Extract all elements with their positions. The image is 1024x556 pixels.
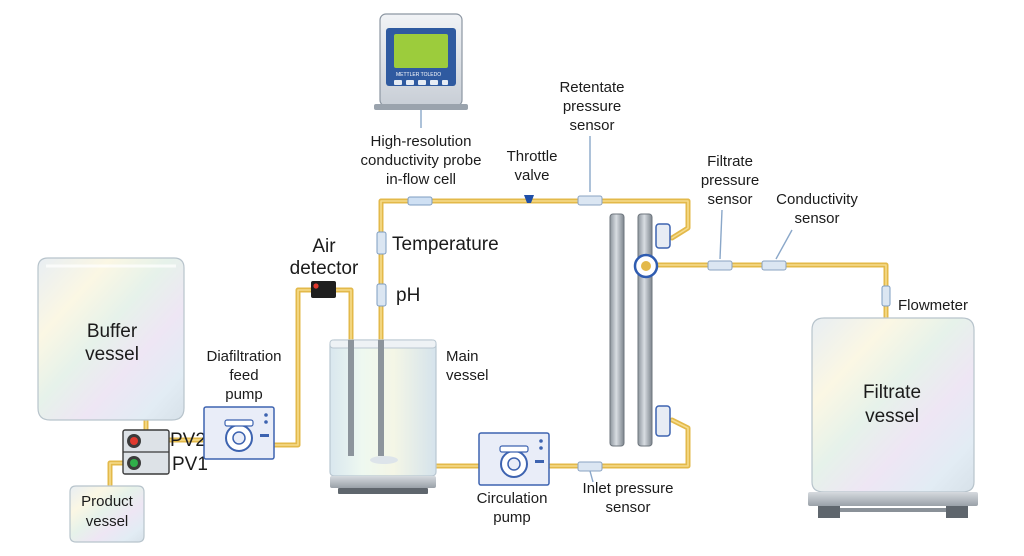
retentate-pressure-sensor (577, 195, 603, 206)
label-buffer-vessel-1: Buffer (87, 321, 138, 342)
filter-module (609, 213, 671, 447)
label-filtrate-pressure-2: pressure (701, 172, 759, 189)
product-vessel (69, 485, 145, 543)
label-flowmeter: Flowmeter (898, 297, 968, 314)
valve-block (122, 429, 170, 475)
meter-buttons (394, 80, 448, 85)
label-diafiltration-1: Diafiltration (206, 348, 281, 365)
label-pv2: PV2 (170, 430, 206, 451)
label-retentate-3: sensor (569, 117, 614, 134)
label-diafiltration-3: pump (225, 386, 263, 403)
label-retentate-1: Retentate (559, 79, 624, 96)
label-conductivity-probe-1: High-resolution (371, 133, 472, 150)
throttle-valve-icon (524, 195, 534, 203)
label-filtrate-vessel-2: vessel (865, 406, 919, 427)
flowmeter (881, 285, 891, 307)
diafiltration-feed-pump (203, 406, 275, 460)
filter-inlet-port (655, 405, 671, 437)
label-conductivity-probe-3: in-flow cell (386, 171, 456, 188)
label-inlet-pressure-2: sensor (605, 499, 650, 516)
label-diafiltration-2: feed (229, 367, 258, 384)
label-inlet-pressure-1: Inlet pressure (583, 480, 674, 497)
label-main-vessel-1: Main (446, 348, 479, 365)
main-vessel (329, 339, 437, 494)
tube-filtrate-line (649, 262, 889, 321)
label-product-vessel-2: vessel (86, 513, 129, 530)
label-conductivity-probe-2: conductivity probe (361, 152, 482, 169)
air-detector (311, 281, 336, 298)
meter-brand-label: METTLER TOLEDO (396, 72, 441, 78)
label-air-detector-1: Air (312, 236, 336, 257)
meter-display (394, 34, 448, 68)
label-temperature: Temperature (392, 234, 499, 255)
label-throttle-1: Throttle (507, 148, 558, 165)
conductivity-flow-cell (407, 196, 433, 206)
label-filtrate-vessel-1: Filtrate (863, 382, 921, 403)
label-ph: pH (396, 285, 420, 306)
tube-air-detector-to-main-vessel (331, 287, 354, 343)
label-pv1: PV1 (172, 454, 208, 475)
conductivity-meter: METTLER TOLEDO (374, 13, 468, 128)
label-throttle-2: valve (514, 167, 549, 184)
ph-sensor (376, 283, 387, 307)
temperature-sensor (376, 231, 387, 255)
filtrate-vessel (808, 317, 978, 518)
label-air-detector-2: detector (290, 258, 359, 279)
label-circulation-pump-1: Circulation (477, 490, 548, 507)
label-buffer-vessel-2: vessel (85, 344, 139, 365)
label-filtrate-pressure-1: Filtrate (707, 153, 753, 170)
circulation-pump (478, 432, 550, 486)
buffer-vessel (37, 257, 185, 421)
label-circulation-pump-2: pump (493, 509, 531, 526)
label-conductivity-sensor-2: sensor (794, 210, 839, 227)
label-product-vessel-1: Product (81, 493, 134, 510)
filter-retentate-port (655, 223, 671, 249)
label-conductivity-sensor-1: Conductivity (776, 191, 858, 208)
label-retentate-2: pressure (563, 98, 621, 115)
inlet-pressure-sensor (577, 461, 603, 472)
label-filtrate-pressure-3: sensor (707, 191, 752, 208)
conductivity-sensor (761, 260, 787, 271)
filtrate-pressure-sensor (707, 260, 733, 271)
label-main-vessel-2: vessel (446, 367, 489, 384)
